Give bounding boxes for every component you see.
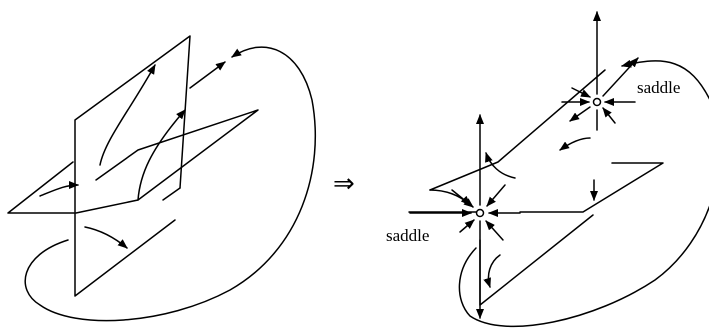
left-flow-arrow-5 [84, 226, 128, 249]
right-curve-arrow-2 [485, 152, 516, 179]
saddle-top-arrow-diag-ul [571, 87, 591, 98]
left-vertical-plane [74, 35, 191, 297]
saddle-bottom-arrow-diag-ll [459, 219, 475, 233]
left-loop [24, 46, 317, 322]
saddle-bottom-arrow-diag-ur [486, 184, 506, 207]
saddle-label-bottom: saddle [386, 226, 429, 245]
saddle-top-arrow-diag-lr [602, 107, 616, 124]
left-flow-arrow-2 [99, 64, 156, 166]
right-curve-arrow-1 [429, 189, 471, 206]
implies-symbol: ⇒ [333, 169, 355, 199]
left-flow-arrow-3 [137, 109, 186, 201]
saddle-point-bottom [475, 208, 485, 218]
right-plane-arrow-ul [559, 137, 591, 151]
right-diagram [408, 11, 709, 328]
left-flow-arrow-4 [189, 61, 226, 89]
left-horizontal-plane [7, 109, 259, 214]
left-diagram [7, 35, 317, 322]
right-loop [458, 59, 709, 328]
saddle-top-arrow-diag-ur [602, 57, 639, 97]
right-curve-arrow-3 [483, 254, 501, 288]
left-flow-arrow-1 [39, 181, 79, 197]
saddle-bottom-arrow-diag-lr [485, 220, 504, 241]
right-plane-edges [408, 69, 664, 306]
saddle-point-top [592, 97, 602, 107]
saddle-top-arrow-diag-ll [569, 106, 591, 122]
saddle-label-top: saddle [637, 78, 680, 97]
